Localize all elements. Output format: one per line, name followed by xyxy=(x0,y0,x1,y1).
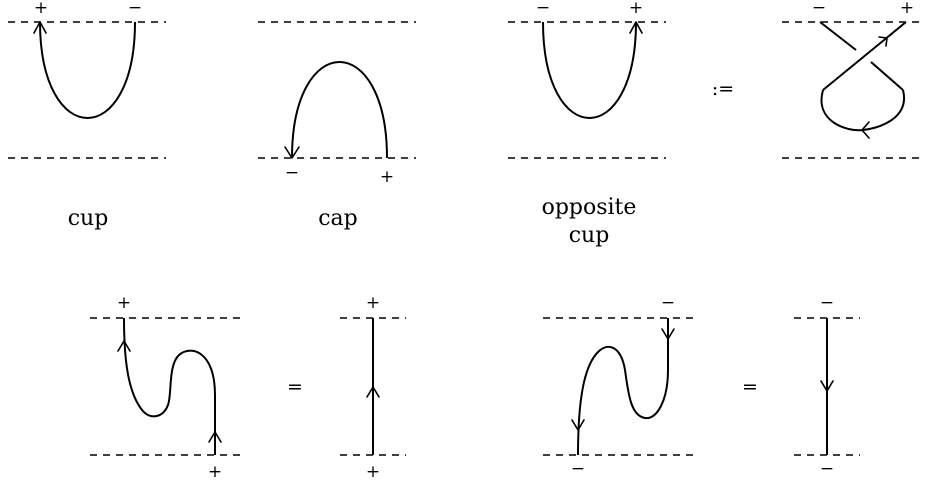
zigzag-up-strand xyxy=(123,317,216,455)
identity-down-diagram: − − xyxy=(794,293,860,479)
over-strand xyxy=(822,21,907,91)
under-strand-upper xyxy=(819,21,857,51)
plus-label: + xyxy=(208,462,222,482)
arrow-up-icon xyxy=(117,340,131,352)
caption-opposite-line2: cup xyxy=(569,223,610,248)
arrow-down-icon xyxy=(571,419,585,431)
identity-up-diagram: + + xyxy=(340,293,406,482)
caption-cup: cup xyxy=(68,206,109,231)
arrow-up-right-icon xyxy=(878,36,888,47)
arrow-down-icon xyxy=(284,146,300,159)
equals-symbol: = xyxy=(742,376,758,398)
crossing-diagram: − + xyxy=(782,0,920,159)
arrow-up-icon xyxy=(208,431,222,443)
zigzag-up-diagram: + + xyxy=(90,293,243,482)
arrow-up-icon xyxy=(33,21,47,34)
cap-strand xyxy=(291,61,388,159)
plus-label: + xyxy=(117,293,131,313)
opposite-cup-strand xyxy=(542,21,637,119)
arrow-down-icon xyxy=(820,380,834,392)
plus-label: + xyxy=(366,462,380,482)
minus-label: − xyxy=(820,293,834,313)
plus-label: + xyxy=(900,0,914,18)
definition-symbol: := xyxy=(712,78,734,100)
minus-label: − xyxy=(285,163,299,183)
arrow-down-icon xyxy=(661,328,675,340)
minus-label: − xyxy=(536,0,550,18)
cap-diagram: − + cap xyxy=(258,21,416,231)
caption-opposite-line1: opposite xyxy=(542,195,637,220)
equals-symbol: = xyxy=(287,376,303,398)
crossing-loop xyxy=(820,89,906,132)
arrow-up-icon xyxy=(366,386,380,398)
plus-label: + xyxy=(629,0,643,18)
cup-diagram: + − cup xyxy=(8,0,166,231)
minus-label: − xyxy=(820,459,834,479)
zigzag-down-strand xyxy=(577,318,669,456)
plus-label: + xyxy=(34,0,48,18)
minus-label: − xyxy=(571,459,585,479)
zigzag-down-diagram: − − xyxy=(543,293,696,479)
caption-cap: cap xyxy=(318,206,358,231)
minus-label: − xyxy=(812,0,826,18)
arrow-up-icon xyxy=(629,21,643,34)
cup-strand xyxy=(39,21,136,119)
under-strand-lower xyxy=(870,61,904,91)
minus-label: − xyxy=(128,0,142,18)
minus-label: − xyxy=(661,293,675,313)
plus-label: + xyxy=(366,293,380,313)
arrow-left-icon xyxy=(861,121,870,139)
opposite-cup-diagram: − + opposite cup xyxy=(508,0,666,248)
plus-label: + xyxy=(380,167,394,187)
